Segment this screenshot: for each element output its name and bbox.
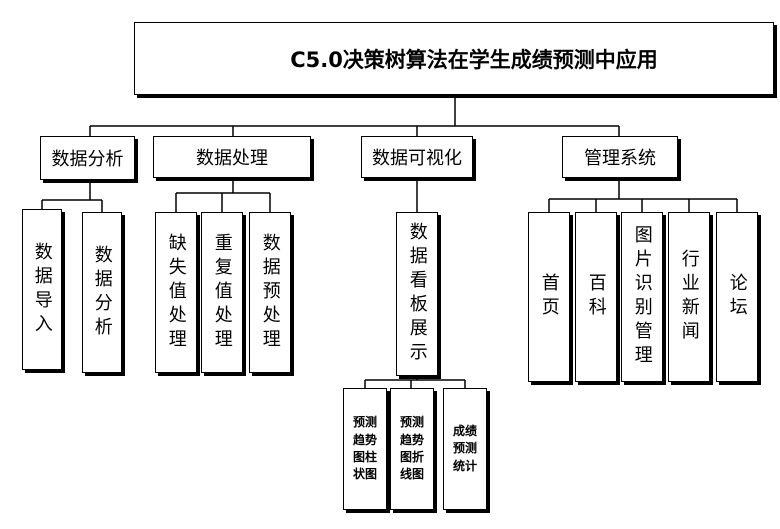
node-label: 重复值处理 — [211, 232, 233, 353]
node-score-prediction-stats: 成绩 预测 统计 — [443, 388, 487, 510]
node-forum: 论坛 — [716, 212, 758, 382]
node-label: 预测 趋势 图柱 状图 — [352, 415, 377, 482]
node-data-processing: 数据处理 — [153, 136, 311, 178]
node-label: 首页 — [538, 273, 560, 321]
node-label: 数据可视化 — [372, 148, 462, 169]
node-encyclopedia: 百科 — [575, 212, 617, 382]
node-data-preprocessing: 数据预处理 — [249, 212, 291, 373]
node-image-recognition: 图片识别管理 — [621, 212, 663, 382]
node-label: 图片识别管理 — [631, 225, 653, 369]
node-label: 数据看板展示 — [406, 222, 428, 366]
node-trend-bar-chart: 预测 趋势 图柱 状图 — [343, 388, 387, 510]
node-label: 成绩 预测 统计 — [452, 423, 477, 473]
node-label: 数据预处理 — [259, 232, 281, 353]
node-home: 首页 — [528, 212, 570, 382]
node-label: 数据处理 — [196, 148, 268, 169]
root-label: C5.0决策树算法在学生成绩预测中应用 — [290, 47, 658, 72]
node-management-system: 管理系统 — [562, 136, 678, 178]
node-data-visualization: 数据可视化 — [361, 136, 473, 178]
node-label: 管理系统 — [584, 148, 656, 169]
node-label: 数据分析 — [91, 244, 113, 341]
node-label: 预测 趋势 图折 线图 — [399, 415, 424, 482]
node-label: 数据分析 — [51, 149, 124, 170]
node-label: 行业新闻 — [678, 249, 700, 345]
node-label: 百科 — [585, 273, 607, 321]
node-trend-line-chart: 预测 趋势 图折 线图 — [390, 388, 434, 510]
node-label: 缺失值处理 — [165, 232, 187, 353]
node-missing-value-handling: 缺失值处理 — [155, 212, 197, 373]
node-data-analysis: 数据分析 — [40, 136, 135, 180]
node-duplicate-handling: 重复值处理 — [201, 212, 243, 373]
node-label: 数据导入 — [31, 241, 53, 338]
node-industry-news: 行业新闻 — [668, 212, 710, 382]
node-data-analysis-sub: 数据分析 — [82, 212, 122, 373]
node-label: 论坛 — [726, 273, 748, 321]
node-data-import: 数据导入 — [22, 209, 62, 370]
root-node: C5.0决策树算法在学生成绩预测中应用 — [134, 22, 774, 95]
node-dashboard-display: 数据看板展示 — [396, 212, 438, 376]
